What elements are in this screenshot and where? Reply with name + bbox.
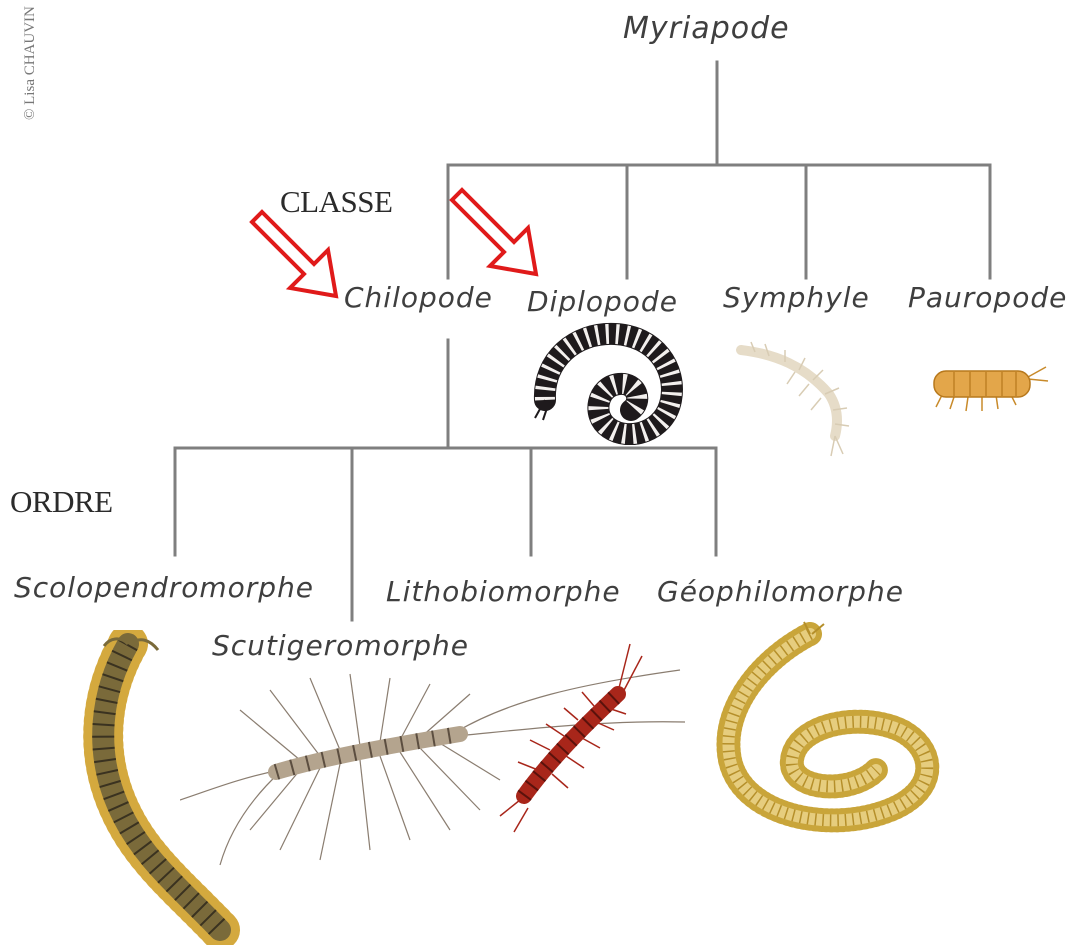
class-label-pauropode: Pauropode: [908, 284, 1067, 312]
highlight-arrow-chilopode: [252, 212, 336, 296]
rank-label-ordre: ORDRE: [10, 486, 113, 517]
class-label-symphyle: Symphyle: [723, 284, 870, 312]
lithobiomorphe-centipede-illustration: [490, 640, 650, 840]
root-label-myriapode: Myriapode: [623, 14, 790, 44]
order-label-lithobiomorphe: Lithobiomorphe: [386, 578, 621, 606]
class-label-diplopode: Diplopode: [527, 288, 678, 316]
pauropode-illustration: [928, 355, 1058, 415]
class-label-chilopode: Chilopode: [344, 284, 493, 312]
order-label-geophilomorphe: Géophilomorphe: [657, 578, 904, 606]
geophilomorphe-centipede-illustration: [700, 620, 960, 845]
rank-label-classe: CLASSE: [280, 186, 392, 217]
diplopode-millipede-illustration: [525, 320, 685, 445]
highlight-arrow-diplopode: [452, 190, 536, 274]
order-label-scolopendromorphe: Scolopendromorphe: [14, 574, 314, 602]
copyright-credit: © Lisa CHAUVIN: [22, 6, 39, 120]
symphyle-illustration: [735, 340, 865, 460]
